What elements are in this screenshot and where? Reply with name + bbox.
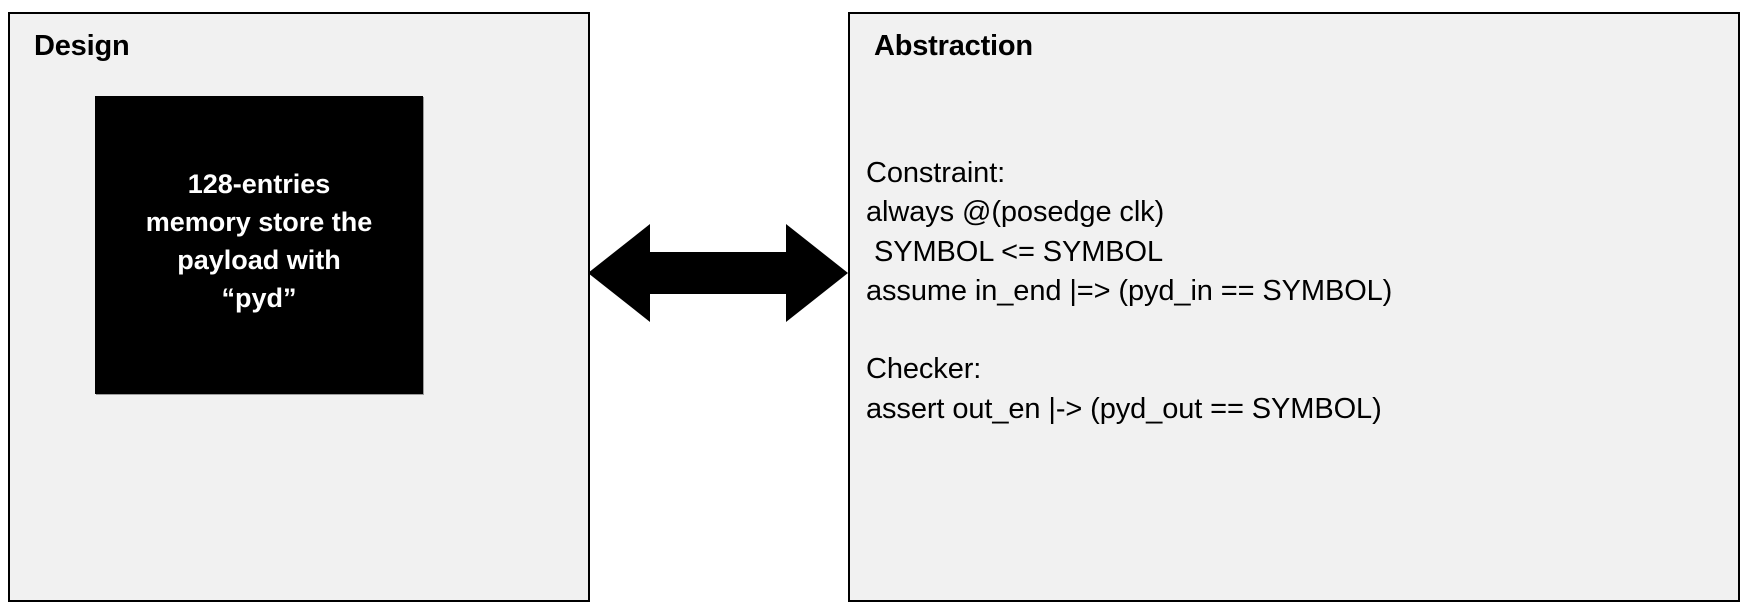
abstraction-panel: Abstraction Constraint: always @(posedge…	[848, 12, 1740, 602]
design-panel-title: Design	[34, 30, 130, 62]
memory-block-label: 128-entries memory store the payload wit…	[145, 169, 373, 313]
abstraction-panel-title: Abstraction	[874, 30, 1033, 62]
bidirectional-arrow-icon	[586, 218, 850, 328]
design-panel: Design 128-entries memory store the payl…	[8, 12, 590, 602]
abstraction-code-text: Constraint: always @(posedge clk) SYMBOL…	[866, 157, 1393, 425]
memory-block: 128-entries memory store the payload wit…	[95, 96, 423, 394]
double-arrow-shape	[588, 224, 848, 322]
